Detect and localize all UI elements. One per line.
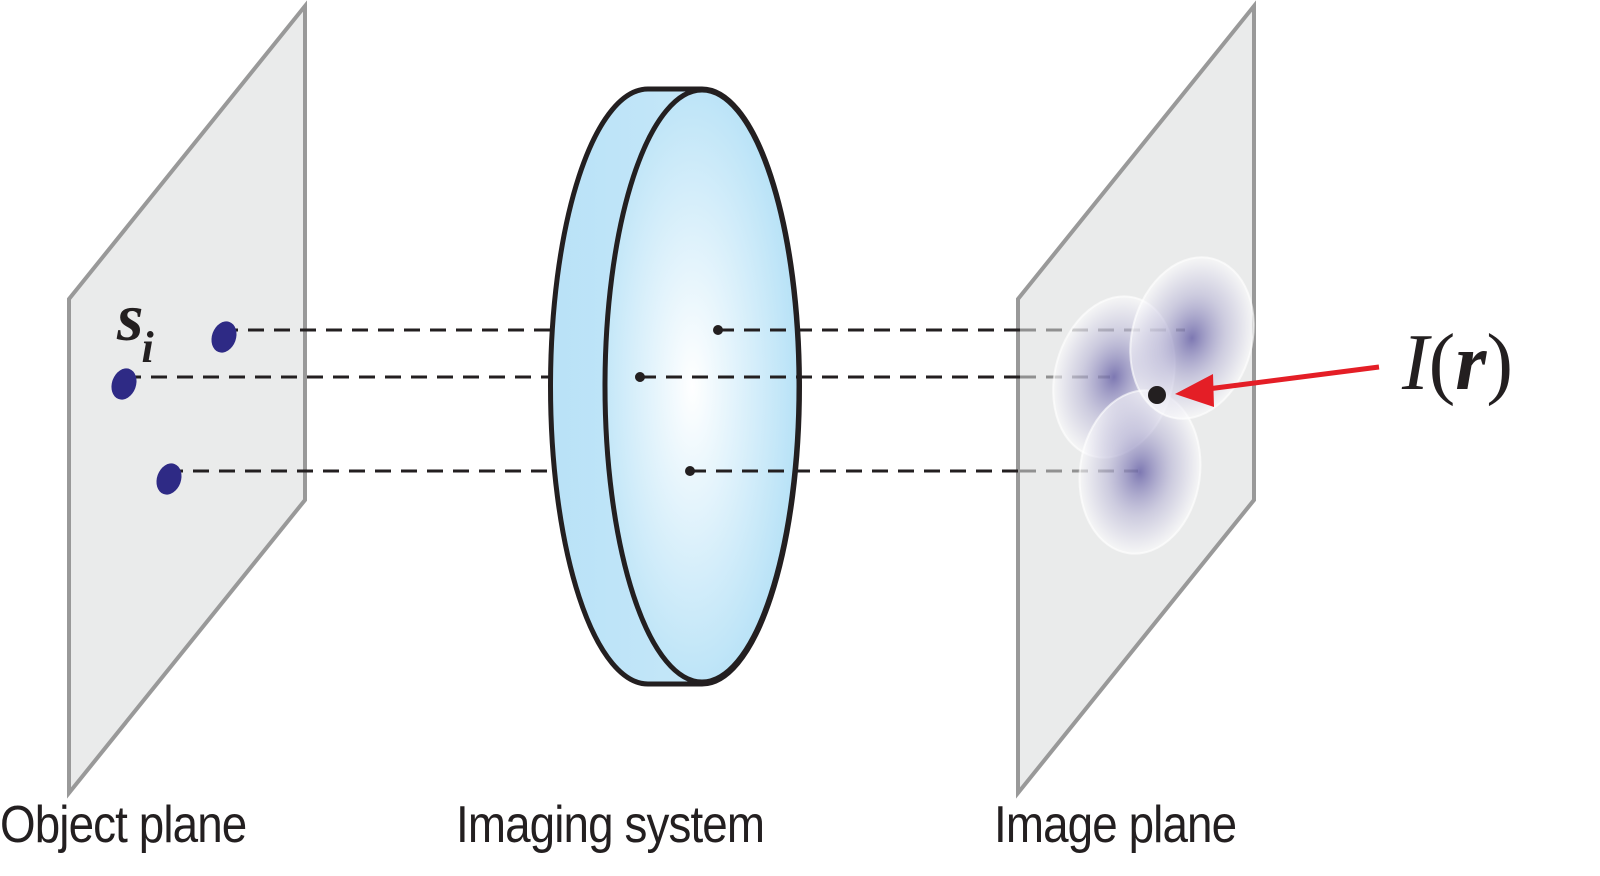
measurement-point (1148, 386, 1166, 404)
intensity-close: ) (1486, 319, 1514, 407)
intensity-open: ( (1428, 319, 1456, 407)
image-plane-label: Image plane (994, 796, 1237, 854)
lens-ray-dots (635, 325, 723, 476)
lens (548, 86, 802, 687)
red-arrow (1175, 364, 1380, 407)
source-subscript: i (141, 323, 154, 372)
psf-blobs (1052, 256, 1255, 555)
intensity-func: I (1402, 319, 1429, 407)
intensity-label: I(r) (1402, 318, 1513, 409)
object-plane (67, 0, 307, 799)
source-points (111, 321, 237, 495)
rays-object-to-lens (125, 328, 556, 473)
intensity-arg: r (1455, 319, 1487, 407)
rays-lens-to-image (640, 328, 1020, 473)
source-point (211, 321, 237, 353)
source-point (111, 368, 137, 400)
imaging-system-label: Imaging system (456, 796, 765, 854)
psf-blob (1129, 256, 1255, 420)
source-label: si (117, 278, 154, 372)
object-plane-label: Object plane (0, 796, 247, 854)
source-symbol: s (117, 279, 144, 355)
source-point (156, 463, 182, 495)
